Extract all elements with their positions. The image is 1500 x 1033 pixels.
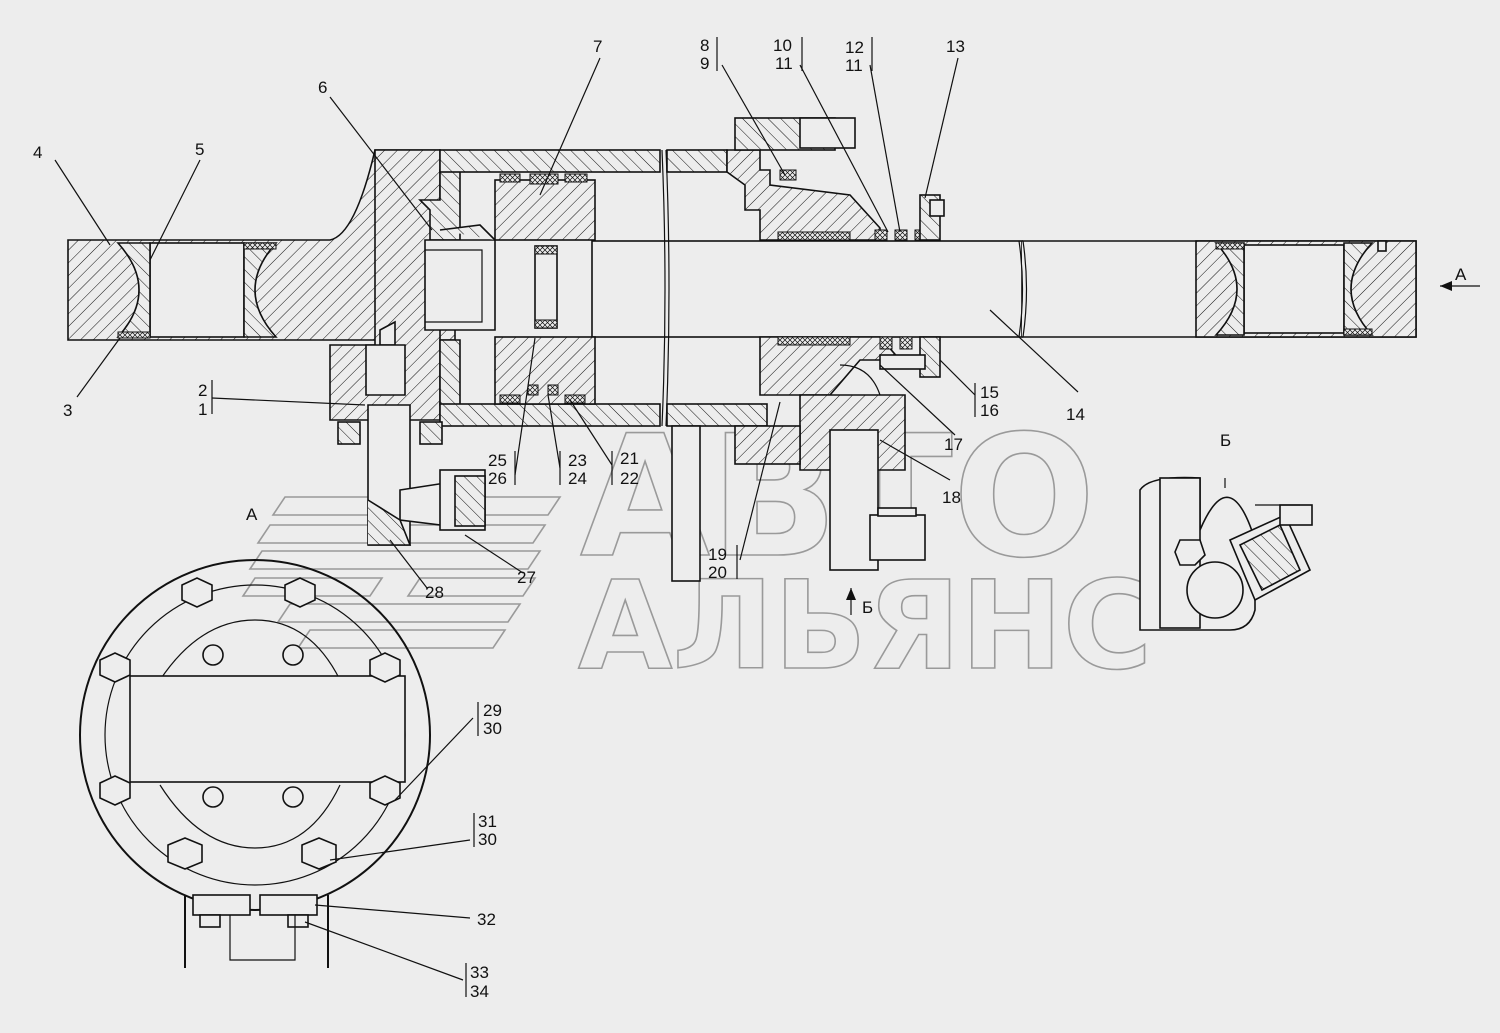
callout-30b: 30 [478, 830, 497, 849]
watermark-line2: АЛЬЯНС [578, 555, 1152, 697]
callout-2: 2 [198, 381, 207, 400]
callout-21: 21 [620, 449, 639, 468]
view-marker-a-left: А [246, 505, 258, 524]
callout-labels: 4 5 3 6 7 2 1 8 9 10 11 12 11 13 14 15 1… [33, 36, 1467, 1001]
leader-lines [54, 37, 1480, 997]
callout-31: 31 [478, 812, 497, 831]
cylinder-bottom [329, 149, 496, 421]
right-port-fitting [671, 364, 926, 582]
callout-17: 17 [944, 435, 963, 454]
callout-11b: 11 [845, 56, 863, 75]
callout-34: 34 [470, 982, 489, 1001]
callout-32: 32 [477, 910, 496, 929]
callout-29: 29 [483, 701, 502, 720]
callout-28: 28 [425, 583, 444, 602]
callout-14: 14 [1066, 405, 1085, 424]
callout-4: 4 [33, 143, 42, 162]
callout-1: 1 [198, 400, 207, 419]
callout-33: 33 [470, 963, 489, 982]
view-marker-b-top: Б [1220, 431, 1231, 450]
callout-5: 5 [195, 140, 204, 159]
callout-27: 27 [517, 568, 536, 587]
callout-20: 20 [708, 563, 727, 582]
callout-9: 9 [700, 54, 709, 73]
callout-6: 6 [318, 78, 327, 97]
callout-12: 12 [845, 38, 864, 57]
view-marker-a-right: А [1455, 265, 1467, 284]
view-marker-b-arrow: Б [862, 598, 873, 617]
callout-19: 19 [708, 545, 727, 564]
callout-3: 3 [63, 401, 72, 420]
callout-24: 24 [568, 469, 587, 488]
callout-26: 26 [488, 469, 507, 488]
cylinder-tube [439, 149, 768, 427]
callout-16: 16 [980, 401, 999, 420]
callout-11a: 11 [775, 54, 793, 73]
left-port-fitting [337, 320, 486, 546]
callout-7: 7 [593, 37, 602, 56]
callout-18: 18 [942, 488, 961, 507]
piston [494, 173, 596, 405]
rod-gland [726, 117, 945, 396]
callout-13: 13 [946, 37, 965, 56]
callout-23: 23 [568, 451, 587, 470]
piston-rod [591, 240, 1417, 338]
callout-25: 25 [488, 451, 507, 470]
callout-30a: 30 [483, 719, 502, 738]
callout-8: 8 [700, 36, 709, 55]
callout-10: 10 [773, 36, 792, 55]
callout-22: 22 [620, 469, 639, 488]
callout-15: 15 [980, 383, 999, 402]
section-a-end-view [79, 559, 431, 968]
view-b-detail [1139, 476, 1313, 631]
